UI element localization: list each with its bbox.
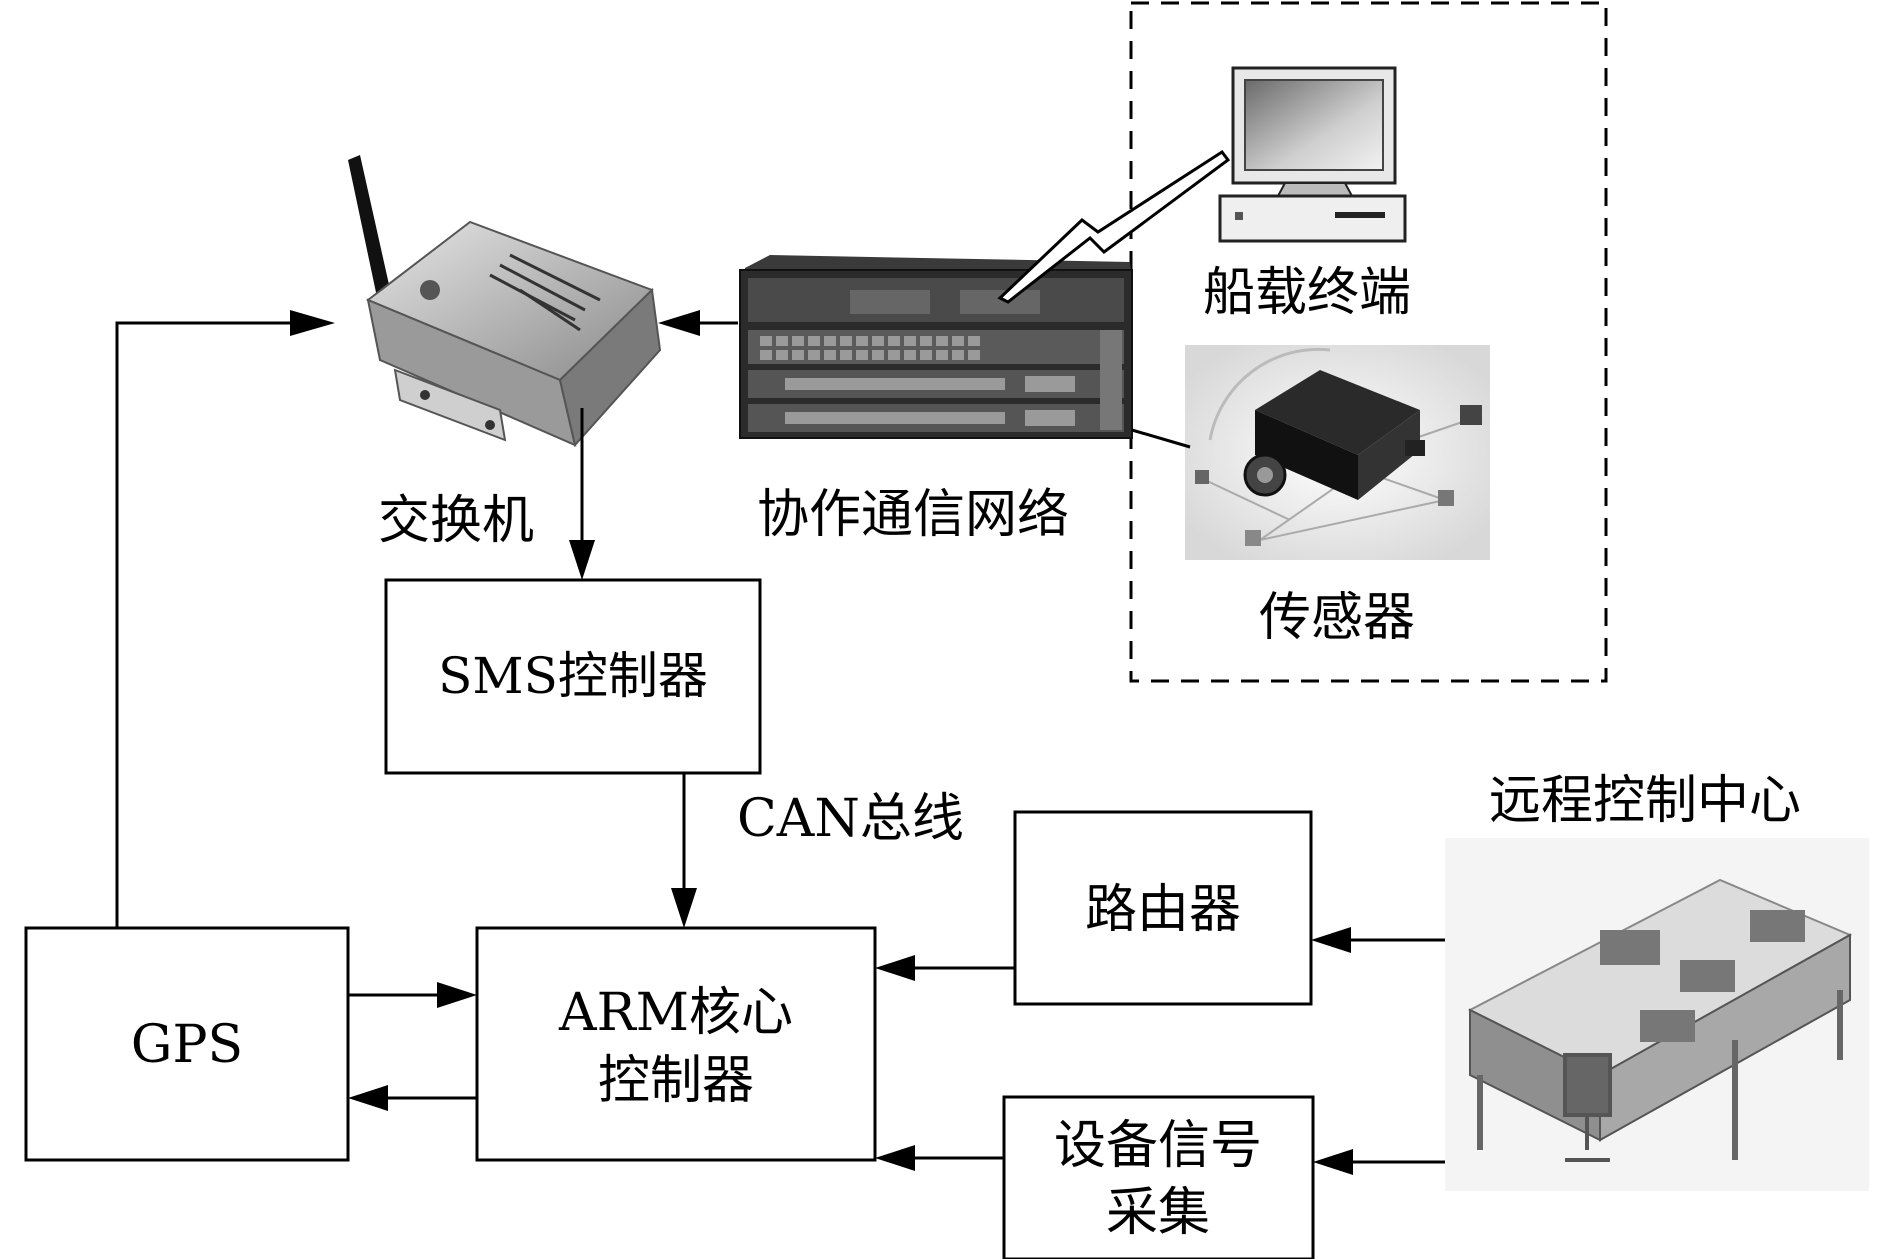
- network-label: 协作通信网络: [757, 485, 1069, 545]
- router-label: 路由器: [1085, 880, 1241, 940]
- center-to-router-connector: [1311, 927, 1445, 953]
- sensor-label: 传感器: [1259, 588, 1415, 648]
- remote-center-label: 远程控制中心: [1489, 771, 1801, 831]
- desktop-computer-icon: [1218, 66, 1407, 243]
- signal-acquisition-box: [1002, 1095, 1315, 1259]
- sms-controller-box: [384, 578, 762, 775]
- can-bus-connector: [671, 773, 697, 928]
- wireless-switch-icon: [348, 155, 662, 448]
- switch-to-sms-connector: [569, 408, 595, 580]
- signal-label-line2: 采集: [1106, 1183, 1210, 1243]
- rack-switch-icon: [739, 255, 1133, 439]
- wireless-link-icon: [997, 149, 1231, 304]
- sensor-device-icon: [1185, 345, 1490, 560]
- arm-label-line2: 控制器: [598, 1051, 754, 1111]
- arm-core-controller-box: [475, 926, 877, 1162]
- gps-label: GPS: [131, 1015, 243, 1075]
- gps-to-arm-connector: [348, 982, 477, 1008]
- sms-controller-label: SMS控制器: [438, 647, 708, 705]
- network-to-sensor-link: [1131, 428, 1191, 449]
- center-to-signal-connector: [1313, 1149, 1445, 1175]
- can-bus-label: CAN总线: [737, 789, 964, 849]
- gps-to-switch-connector: [115, 310, 335, 928]
- signal-label-line1: 设备信号: [1054, 1116, 1262, 1176]
- network-to-switch-connector: [658, 310, 738, 336]
- gps-box: [24, 926, 350, 1162]
- office-workstation-icon: [1445, 838, 1869, 1191]
- router-to-arm-connector: [875, 955, 1015, 981]
- signal-to-arm-connector: [875, 1145, 1004, 1171]
- arm-to-gps-connector: [348, 1085, 477, 1111]
- arm-label-line1: ARM核心: [558, 983, 793, 1043]
- ship-terminal-label: 船载终端: [1203, 263, 1411, 323]
- switch-label: 交换机: [378, 491, 534, 551]
- router-box: [1013, 810, 1313, 1006]
